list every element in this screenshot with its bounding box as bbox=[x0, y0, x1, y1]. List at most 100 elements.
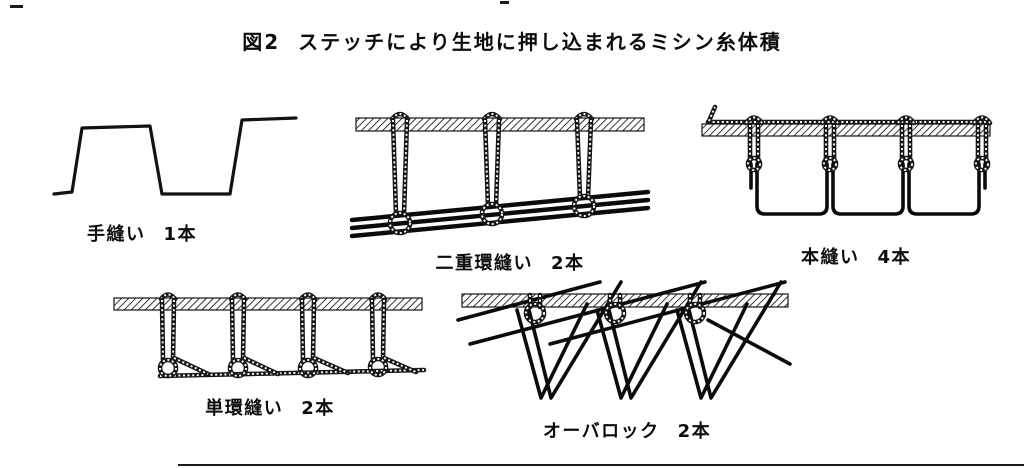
thread-texture-overlay bbox=[229, 359, 247, 377]
thread-texture-overlay bbox=[525, 303, 545, 323]
needle-thread-loops bbox=[158, 292, 388, 363]
thread-count: 2本 bbox=[677, 421, 712, 442]
thread-texture-overlay bbox=[495, 119, 500, 207]
thread-texture-overlay bbox=[685, 303, 705, 323]
thread-texture-overlay bbox=[392, 119, 397, 215]
figure-number: 図2 bbox=[242, 30, 281, 54]
thread-texture-overlay bbox=[382, 299, 385, 361]
thread-texture-overlay bbox=[483, 113, 501, 120]
bobbin-loop bbox=[831, 162, 905, 216]
knot bbox=[973, 155, 991, 173]
thread-texture-overlay bbox=[243, 357, 279, 375]
thread-texture-overlay bbox=[230, 293, 246, 300]
chain-links bbox=[157, 355, 427, 379]
scan-artifact-top-left bbox=[10, 5, 23, 8]
stitch-name: 本縫い bbox=[800, 247, 860, 268]
looper-triangle bbox=[607, 280, 703, 400]
figure-caption: ステッチにより生地に押し込まれるミシン糸体積 bbox=[298, 30, 782, 54]
hand-stitch-drawing bbox=[52, 116, 298, 196]
bobbin-loop bbox=[907, 162, 981, 216]
thread-texture-overlay bbox=[299, 359, 317, 377]
bobbin-loop bbox=[755, 162, 829, 216]
single-chain-stitch-drawing bbox=[113, 292, 427, 379]
needle-thread-loops bbox=[389, 111, 595, 217]
thread-texture-overlay bbox=[383, 357, 417, 373]
thread-texture-overlay bbox=[573, 195, 595, 217]
thread-texture-overlay bbox=[391, 113, 409, 120]
stitch-name: 単環縫い bbox=[205, 398, 284, 419]
overlock-diagram bbox=[450, 280, 800, 430]
looper-threads bbox=[456, 280, 792, 400]
thread-count: 2本 bbox=[550, 253, 585, 274]
scan-artifact-bottom-line bbox=[178, 464, 1024, 466]
chain-thread bbox=[157, 367, 427, 379]
interlock-knots bbox=[523, 301, 707, 325]
thread-texture-overlay bbox=[975, 157, 989, 171]
thread-texture-overlay bbox=[403, 119, 408, 215]
figure-title: 図2 ステッチにより生地に押し込まれるミシン糸体積 bbox=[0, 26, 1024, 55]
thread-count: 2本 bbox=[301, 398, 335, 419]
thread-texture-overlay bbox=[605, 303, 625, 323]
overlock-drawing bbox=[456, 280, 792, 400]
thread-texture-overlay bbox=[172, 299, 175, 361]
label-double-chain-stitch: 二重環縫い 2本 bbox=[435, 249, 584, 275]
label-overlock: オーバロック 2本 bbox=[543, 417, 711, 443]
thread-texture-overlay bbox=[973, 116, 991, 124]
thread-texture-overlay bbox=[301, 299, 304, 361]
thread-texture-overlay bbox=[371, 299, 374, 361]
thread-count: 1本 bbox=[163, 224, 198, 245]
looper-tail bbox=[706, 318, 792, 366]
thread-texture-overlay bbox=[897, 116, 915, 124]
hand-stitch-diagram bbox=[42, 106, 302, 206]
thread-texture-overlay bbox=[313, 357, 349, 374]
lock-stitch-diagram bbox=[696, 104, 996, 246]
looper-triangle bbox=[595, 302, 669, 400]
thread-texture-overlay bbox=[389, 212, 411, 234]
single-chain-stitch-diagram bbox=[108, 290, 428, 402]
looper-thread bbox=[468, 280, 707, 346]
knot bbox=[897, 155, 915, 173]
fabric-band bbox=[701, 123, 991, 137]
thread-texture-overlay bbox=[484, 119, 489, 207]
thread-texture-overlay bbox=[899, 157, 913, 171]
thread-tail bbox=[706, 104, 718, 124]
stitch-name: オーバロック bbox=[542, 421, 660, 442]
thread-texture-overlay bbox=[481, 203, 503, 225]
thread-texture-overlay bbox=[575, 113, 593, 120]
needle-thread-loops bbox=[743, 115, 993, 164]
thread-texture-overlay bbox=[300, 293, 316, 300]
double-chain-stitch-drawing bbox=[349, 111, 651, 239]
thread-texture-overlay bbox=[159, 359, 177, 377]
interlock-knots bbox=[745, 155, 991, 173]
hand-stitch-thread bbox=[52, 116, 298, 196]
knot bbox=[745, 155, 763, 173]
knot bbox=[821, 155, 839, 173]
thread-texture-overlay bbox=[576, 119, 581, 199]
stitch-name: 二重環縫い bbox=[435, 253, 533, 274]
label-lock-stitch: 本縫い 4本 bbox=[801, 243, 911, 269]
thread-texture-overlay bbox=[161, 299, 164, 361]
thread-texture-overlay bbox=[242, 299, 245, 361]
looper-triangle bbox=[687, 280, 783, 400]
thread-texture-overlay bbox=[745, 116, 763, 124]
thread-texture-overlay bbox=[173, 357, 209, 375]
thread-texture-overlay bbox=[823, 157, 837, 171]
thread-count: 4本 bbox=[877, 247, 912, 268]
double-chain-stitch-diagram bbox=[349, 106, 651, 256]
thread-texture-overlay bbox=[747, 157, 761, 171]
looper-triangle bbox=[515, 302, 589, 400]
scan-artifact-top-center bbox=[500, 1, 509, 4]
thread-texture-overlay bbox=[370, 293, 386, 300]
interlock-knots bbox=[387, 193, 597, 236]
thread-texture-overlay bbox=[821, 116, 839, 124]
thread-texture-overlay bbox=[587, 119, 592, 199]
thread-texture-overlay bbox=[160, 293, 176, 300]
label-single-chain-stitch: 単環縫い 2本 bbox=[205, 394, 335, 420]
fabric-band bbox=[113, 297, 423, 311]
looper-triangle bbox=[527, 280, 623, 400]
bobbin-thread bbox=[749, 162, 987, 216]
looper-triangle bbox=[675, 302, 749, 400]
thread-texture-overlay bbox=[231, 299, 234, 361]
